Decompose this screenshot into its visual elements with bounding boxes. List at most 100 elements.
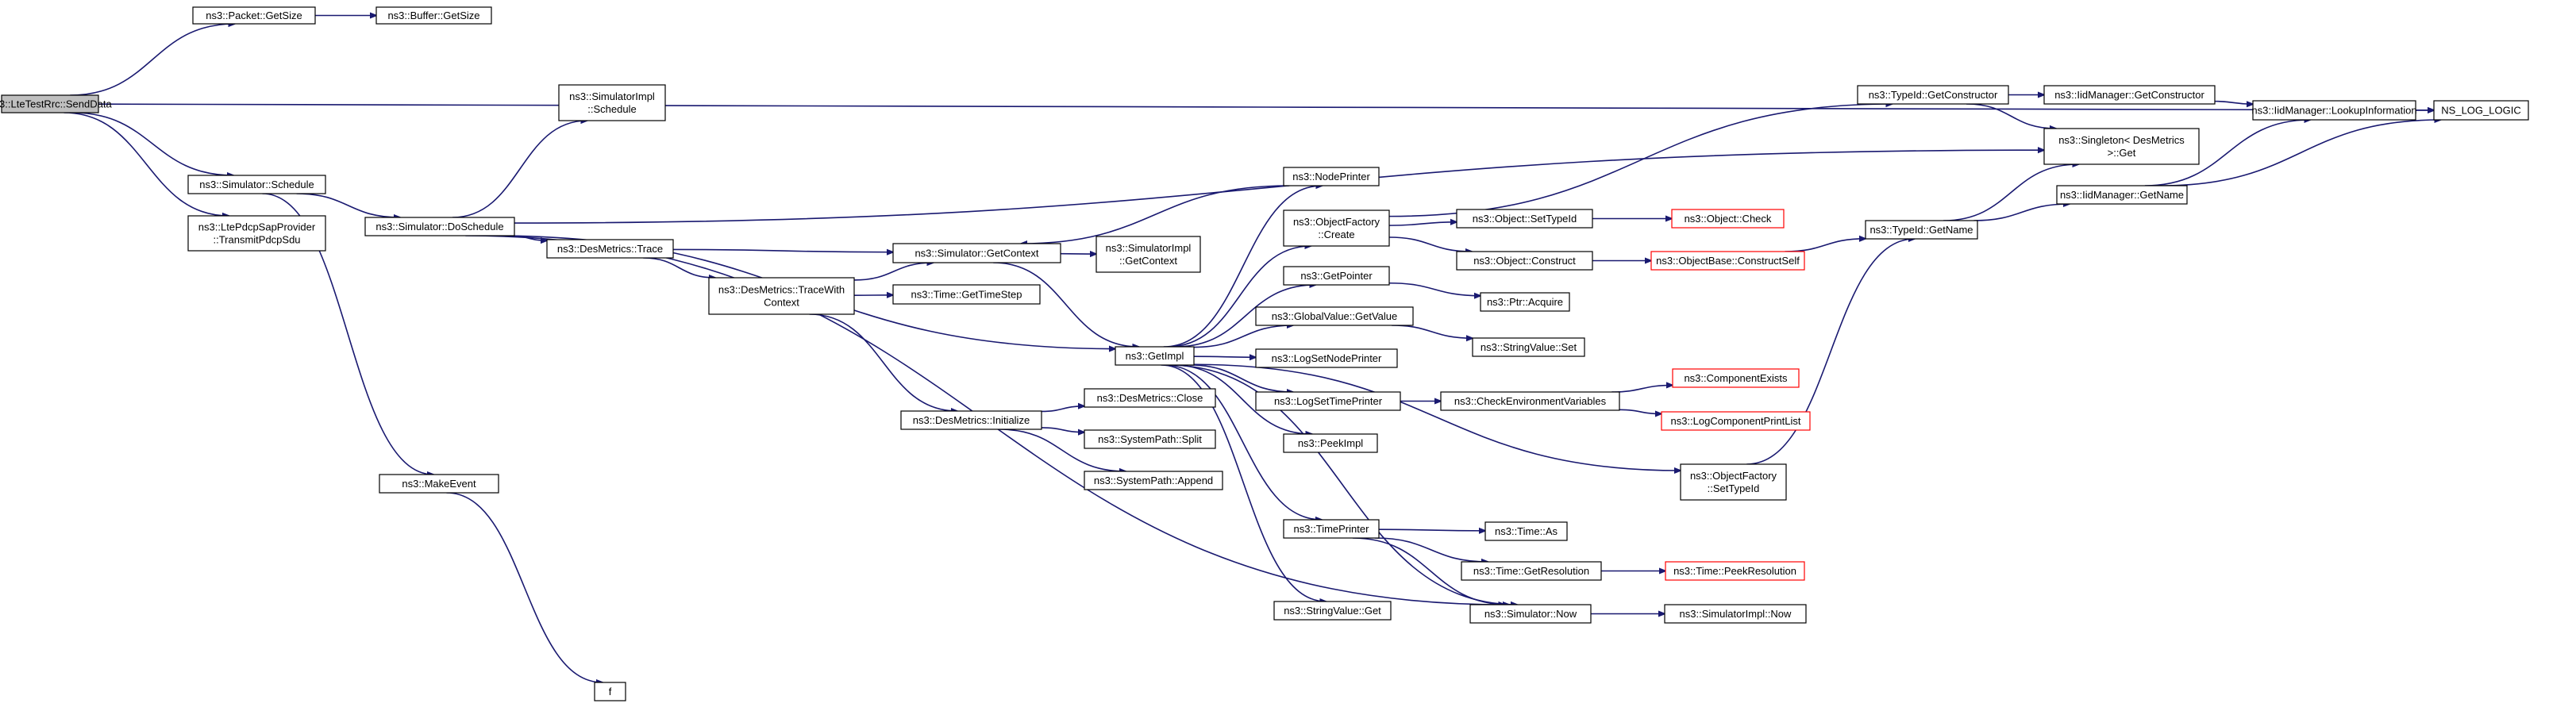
node-box[interactable] — [1084, 429, 1216, 449]
graph-node-simimpl-getcontext[interactable]: ns3::SimulatorImpl::GetContext — [1095, 236, 1201, 273]
node-box[interactable] — [1469, 604, 1592, 624]
node-box[interactable] — [1255, 391, 1401, 411]
node-box[interactable] — [1440, 391, 1620, 411]
graph-node-globalvalue-getvalue[interactable]: ns3::GlobalValue::GetValue — [1255, 306, 1414, 326]
node-box[interactable] — [1283, 167, 1380, 186]
node-box[interactable] — [1480, 292, 1570, 312]
graph-node-typeid-getname[interactable]: ns3::TypeId::GetName — [1865, 220, 1978, 240]
node-box[interactable] — [1650, 251, 1805, 271]
node-box[interactable] — [1283, 433, 1378, 453]
node-box[interactable] — [1115, 346, 1195, 366]
graph-node-des-initialize[interactable]: ns3::DesMetrics::Initialize — [900, 410, 1042, 430]
graph-node-object-check[interactable]: ns3::Object::Check — [1671, 209, 1785, 229]
node-box[interactable] — [1665, 561, 1805, 581]
graph-node-ptr-acquire[interactable]: ns3::Ptr::Acquire — [1480, 292, 1570, 312]
graph-node-sim-now[interactable]: ns3::Simulator::Now — [1469, 604, 1592, 624]
graph-node-time-getresolution[interactable]: ns3::Time::GetResolution — [1461, 561, 1602, 581]
node-box[interactable] — [1273, 601, 1392, 621]
node-box[interactable] — [1, 94, 99, 113]
node-box[interactable] — [2043, 128, 2200, 165]
graph-node-logsetnodeprinter[interactable]: ns3::LogSetNodePrinter — [1255, 348, 1398, 368]
node-box[interactable] — [1283, 266, 1390, 286]
node-box[interactable] — [1283, 519, 1380, 539]
node-box[interactable] — [2043, 85, 2216, 105]
graph-node-objectbase-constructself[interactable]: ns3::ObjectBase::ConstructSelf — [1650, 251, 1805, 271]
graph-node-sim-schedule[interactable]: ns3::Simulator::Schedule — [187, 175, 326, 194]
node-box[interactable] — [1255, 306, 1414, 326]
graph-node-buffer-getsize[interactable]: ns3::Buffer::GetSize — [375, 6, 492, 25]
node-box[interactable] — [594, 682, 626, 701]
graph-node-simimpl-schedule[interactable]: ns3::SimulatorImpl::Schedule — [558, 84, 666, 121]
graph-node-time-as[interactable]: ns3::Time::As — [1484, 521, 1568, 541]
node-box[interactable] — [1456, 209, 1593, 229]
graph-node-object-settypeid[interactable]: ns3::Object::SetTypeId — [1456, 209, 1593, 229]
graph-node-syspath-append[interactable]: ns3::SystemPath::Append — [1084, 471, 1223, 490]
node-box[interactable] — [1472, 337, 1585, 357]
node-box[interactable] — [1095, 236, 1201, 273]
node-box[interactable] — [900, 410, 1042, 430]
graph-node-transmitpdcpsdu[interactable]: ns3::LtePdcpSapProvider::TransmitPdcpSdu — [187, 215, 326, 252]
node-box[interactable] — [1857, 85, 2009, 105]
node-box[interactable] — [1672, 368, 1800, 388]
graph-node-stringvalue-get[interactable]: ns3::StringValue::Get — [1273, 601, 1392, 621]
node-box[interactable] — [2252, 100, 2416, 121]
graph-node-objfactory-create[interactable]: ns3::ObjectFactory::Create — [1283, 209, 1390, 247]
graph-node-simimpl-now[interactable]: ns3::SimulatorImpl::Now — [1664, 604, 1807, 624]
node-box[interactable] — [1283, 209, 1390, 247]
node-box[interactable] — [546, 239, 674, 259]
node-box[interactable] — [1680, 463, 1787, 501]
node-box[interactable] — [1255, 348, 1398, 368]
graph-node-sim-getcontext[interactable]: ns3::Simulator::GetContext — [892, 243, 1061, 263]
node-box[interactable] — [187, 215, 326, 252]
node-box[interactable] — [192, 6, 316, 25]
graph-node-object-construct[interactable]: ns3::Object::Construct — [1456, 251, 1593, 271]
node-box[interactable] — [375, 6, 492, 25]
graph-node-senddata[interactable]: ns3::LteTestRrc::SendData — [0, 94, 112, 113]
node-box[interactable] — [1456, 251, 1593, 271]
node-box[interactable] — [187, 175, 326, 194]
graph-node-des-close[interactable]: ns3::DesMetrics::Close — [1084, 388, 1216, 408]
graph-node-time-gettimestep[interactable]: ns3::Time::GetTimeStep — [892, 284, 1041, 305]
graph-node-des-trace[interactable]: ns3::DesMetrics::Trace — [546, 239, 674, 259]
graph-node-getpointer[interactable]: ns3::GetPointer — [1283, 266, 1390, 286]
graph-node-singleton-get[interactable]: ns3::Singleton< DesMetrics >::Get — [2043, 128, 2200, 165]
graph-node-ns-log-logic[interactable]: NS_LOG_LOGIC — [2433, 100, 2529, 121]
graph-node-componentexists[interactable]: ns3::ComponentExists — [1672, 368, 1800, 388]
graph-node-iidmgr-getname[interactable]: ns3::IidManager::GetName — [2056, 185, 2188, 205]
graph-node-stringvalue-set[interactable]: ns3::StringValue::Set — [1472, 337, 1585, 357]
graph-node-makeevent[interactable]: ns3::MakeEvent — [379, 474, 499, 494]
graph-node-iidmgr-getconstructor[interactable]: ns3::IidManager::GetConstructor — [2043, 85, 2216, 105]
node-box[interactable] — [892, 243, 1061, 263]
node-box[interactable] — [2433, 100, 2529, 121]
node-box[interactable] — [364, 217, 515, 236]
node-box[interactable] — [2056, 185, 2188, 205]
node-box[interactable] — [892, 284, 1041, 305]
node-box[interactable] — [1084, 471, 1223, 490]
graph-node-logcomponentprintlist[interactable]: ns3::LogComponentPrintList — [1661, 411, 1811, 431]
graph-node-timeprinter[interactable]: ns3::TimePrinter — [1283, 519, 1380, 539]
graph-node-objfactory-settypeid[interactable]: ns3::ObjectFactory::SetTypeId — [1680, 463, 1787, 501]
node-box[interactable] — [1461, 561, 1602, 581]
graph-node-f[interactable]: f — [594, 682, 626, 701]
graph-node-time-peekresolution[interactable]: ns3::Time::PeekResolution — [1665, 561, 1805, 581]
graph-node-getimpl[interactable]: ns3::GetImpl — [1115, 346, 1195, 366]
graph-node-peekimpl[interactable]: ns3::PeekImpl — [1283, 433, 1378, 453]
node-box[interactable] — [1664, 604, 1807, 624]
graph-node-checkenvvars[interactable]: ns3::CheckEnvironmentVariables — [1440, 391, 1620, 411]
node-box[interactable] — [1865, 220, 1978, 240]
graph-node-typeid-getconstructor[interactable]: ns3::TypeId::GetConstructor — [1857, 85, 2009, 105]
graph-node-nodeprinter[interactable]: ns3::NodePrinter — [1283, 167, 1380, 186]
graph-node-sim-doschedule[interactable]: ns3::Simulator::DoSchedule — [364, 217, 515, 236]
node-box[interactable] — [1484, 521, 1568, 541]
node-box[interactable] — [1671, 209, 1785, 229]
node-box[interactable] — [558, 84, 666, 121]
graph-node-logsettimeprinter[interactable]: ns3::LogSetTimePrinter — [1255, 391, 1401, 411]
graph-node-iidmgr-lookupinformation[interactable]: ns3::IidManager::LookupInformation — [2251, 100, 2417, 121]
node-box[interactable] — [379, 474, 499, 494]
node-box[interactable] — [1084, 388, 1216, 408]
graph-node-packet-getsize[interactable]: ns3::Packet::GetSize — [192, 6, 316, 25]
graph-node-syspath-split[interactable]: ns3::SystemPath::Split — [1084, 429, 1216, 449]
node-box[interactable] — [1661, 411, 1811, 431]
node-box[interactable] — [708, 277, 855, 315]
